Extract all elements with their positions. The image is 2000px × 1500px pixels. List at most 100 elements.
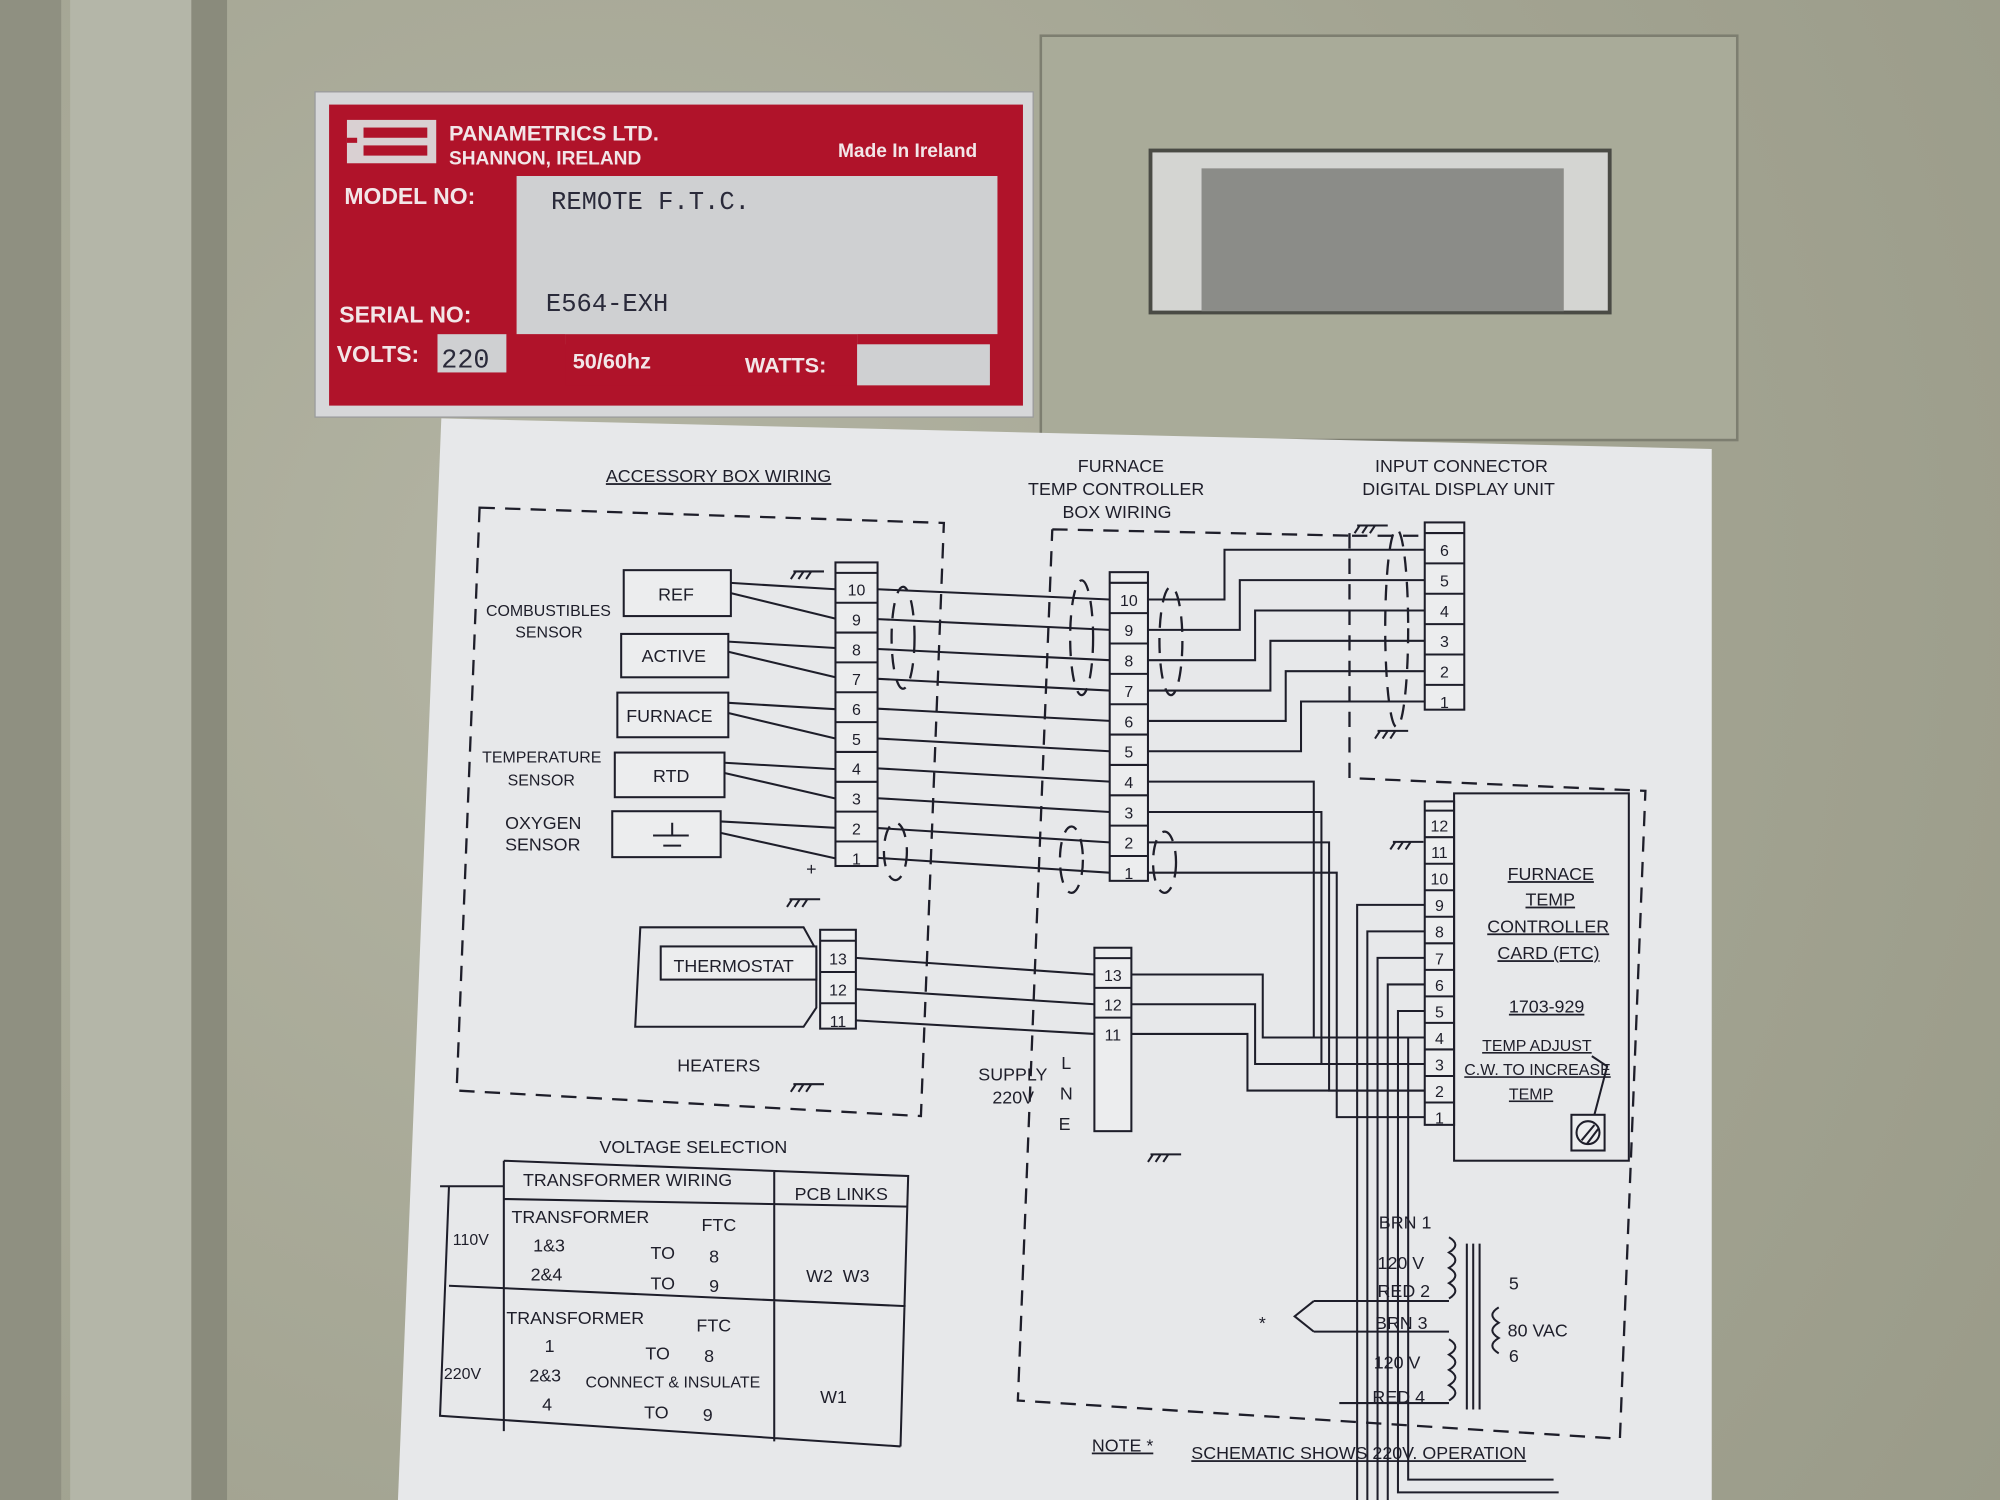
supply-label-1: SUPPLY [978,1064,1047,1084]
rating-plate: PANAMETRICS LTD. SHANNON, IRELAND Made I… [314,91,1034,418]
temperature-label-1: TEMPERATURE [482,750,601,767]
ftc-part-number: 1703-929 [1509,997,1584,1017]
wire [877,827,1110,844]
serial-value: E564-EXH [546,290,668,319]
wire [855,1019,1095,1035]
terminal-label: 2 [1124,836,1133,853]
voltage-selection-table: VOLTAGE SELECTION TRANSFORMER WIRING PCB… [438,1137,910,1448]
vac: 80 VAC [1508,1321,1568,1341]
row110-line2-a: 2&4 [531,1265,563,1285]
ground-icon [1389,840,1424,851]
ftc-box-title-1: FURNACE [1078,456,1164,476]
ground-icon [1353,524,1388,534]
wire [1147,871,1425,1119]
thermostat-box [659,945,818,981]
accessory-box-outline [455,506,946,1118]
terminal-label: 12 [1431,819,1449,836]
terminal-label: 10 [1120,593,1138,610]
company-name: PANAMETRICS LTD. [449,120,659,145]
wire [1131,973,1425,1039]
brn1: BRN 1 [1379,1212,1432,1232]
terminal-label: 10 [1431,872,1449,889]
header-wiring: TRANSFORMER WIRING [523,1170,732,1190]
row110-links: W2 W3 [806,1266,870,1286]
row110-voltage: 110V [453,1232,489,1249]
terminal-label: 2 [1435,1084,1444,1101]
row220-col2: FTC [696,1316,731,1336]
ground-icon [1374,729,1409,740]
serial-label: SERIAL NO: [339,302,471,328]
temp-adjust-1: TEMP ADJUST [1482,1038,1592,1055]
terminal-label: 8 [1435,925,1444,942]
terminal-label: 13 [829,951,847,968]
wire [1386,983,1425,1500]
row220-links: W1 [820,1387,847,1407]
row220-line1-a: 1 [545,1336,555,1356]
terminal-label: 1 [1440,695,1449,712]
wire [730,592,836,620]
wire [1376,956,1425,1500]
digital-display-unit [1039,34,1739,442]
wire [728,712,836,740]
oxygen-label-1: OXYGEN [505,813,581,833]
row110-col1: TRANSFORMER [511,1207,649,1227]
wire [728,701,836,711]
active-box [620,632,730,679]
heaters-label: HEATERS [677,1055,760,1075]
ground-icon [789,570,824,580]
terminal-label: 5 [852,732,861,749]
wire [877,707,1110,722]
ground-icon [789,1083,824,1093]
furnace-label: FURNACE [626,706,712,726]
row220-voltage: 220V [444,1366,482,1383]
row220-line2-b: CONNECT & INSULATE [585,1375,760,1392]
row220-col1: TRANSFORMER [506,1308,644,1328]
wiring-lines [720,524,1559,1500]
combustibles-label-2: SENSOR [515,625,582,642]
terminal-label: 12 [829,983,847,1000]
frequency: 50/60hz [573,349,651,374]
oxygen-sensor-box [611,810,722,859]
terminal-label: 9 [1124,623,1133,640]
wire [877,588,1110,601]
v2: 120 V [1374,1353,1421,1373]
temp-adjust-2: C.W. TO INCREASE [1464,1062,1610,1079]
ftc-card-outline [1453,792,1630,1162]
terminal-label: 3 [1440,634,1449,651]
row110-line1-a: 1&3 [533,1235,565,1255]
v1: 120 V [1378,1253,1425,1273]
wire [1147,639,1425,692]
wire [1407,1036,1554,1481]
terminal-label: 5 [1435,1004,1444,1021]
terminal-label: 1 [1124,866,1133,883]
row220-line3-a: 4 [542,1395,552,1415]
wire [1131,1032,1425,1092]
ground-icon [786,898,821,908]
brn3: BRN 3 [1375,1313,1428,1333]
volts-value: 220 [441,346,489,376]
terminal-label: 8 [852,642,861,659]
red2: RED 2 [1378,1281,1431,1301]
note-label: NOTE * [1092,1436,1154,1456]
cable-shield [1151,830,1178,895]
wire [728,650,836,679]
terminal-label: 13 [1104,968,1122,985]
terminal-label: 4 [1435,1031,1444,1048]
header-links: PCB LINKS [795,1184,888,1204]
t5: 5 [1509,1274,1519,1294]
terminal-blocks: 1098765432113121110987654321131211654321… [819,521,1466,1133]
wire [877,647,1110,662]
cable-shield [1058,825,1085,895]
wire [1147,579,1425,631]
terminal-label: 7 [1124,684,1133,701]
panametrics-logo [346,119,437,164]
cable-shield [890,585,916,690]
terminal-label: 1 [852,851,861,868]
